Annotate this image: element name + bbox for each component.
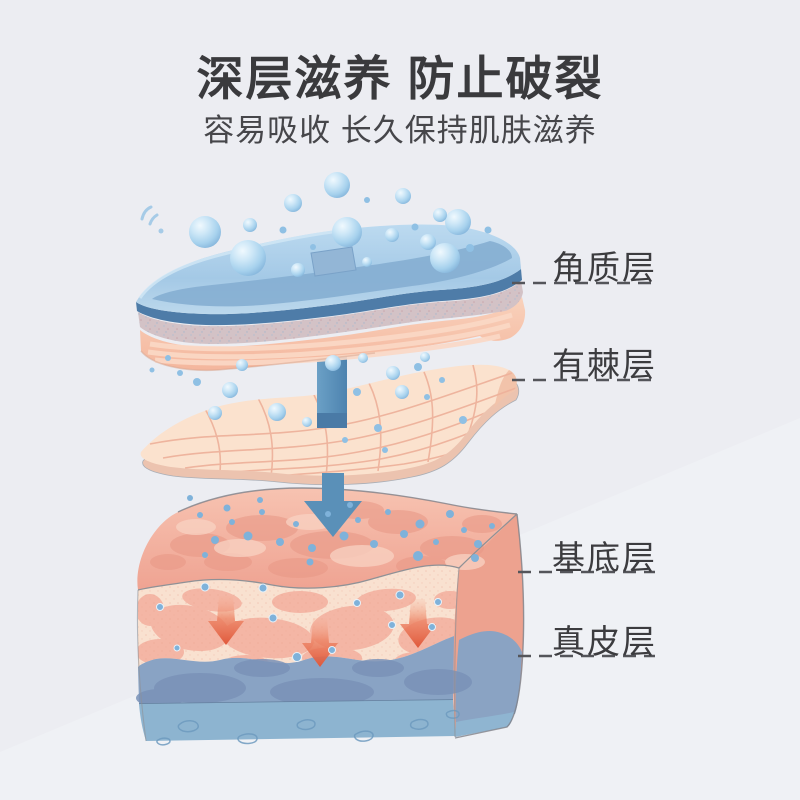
page-title: 深层滋养 防止破裂: [196, 52, 604, 105]
water-bubbles: [140, 172, 495, 662]
penetration-arrows: [208, 596, 436, 667]
basal-dermis-block: [136, 487, 525, 746]
label-basal-layer: 基底层: [552, 539, 657, 576]
label-dermis-layer: 真皮层: [552, 623, 657, 660]
leader-lines: [512, 281, 655, 658]
label-spinous-layer: 有棘层: [552, 346, 657, 383]
page-subtitle: 容易吸收 长久保持肌肤滋养: [203, 113, 597, 148]
label-stratum-corneum: 角质层: [552, 249, 657, 286]
